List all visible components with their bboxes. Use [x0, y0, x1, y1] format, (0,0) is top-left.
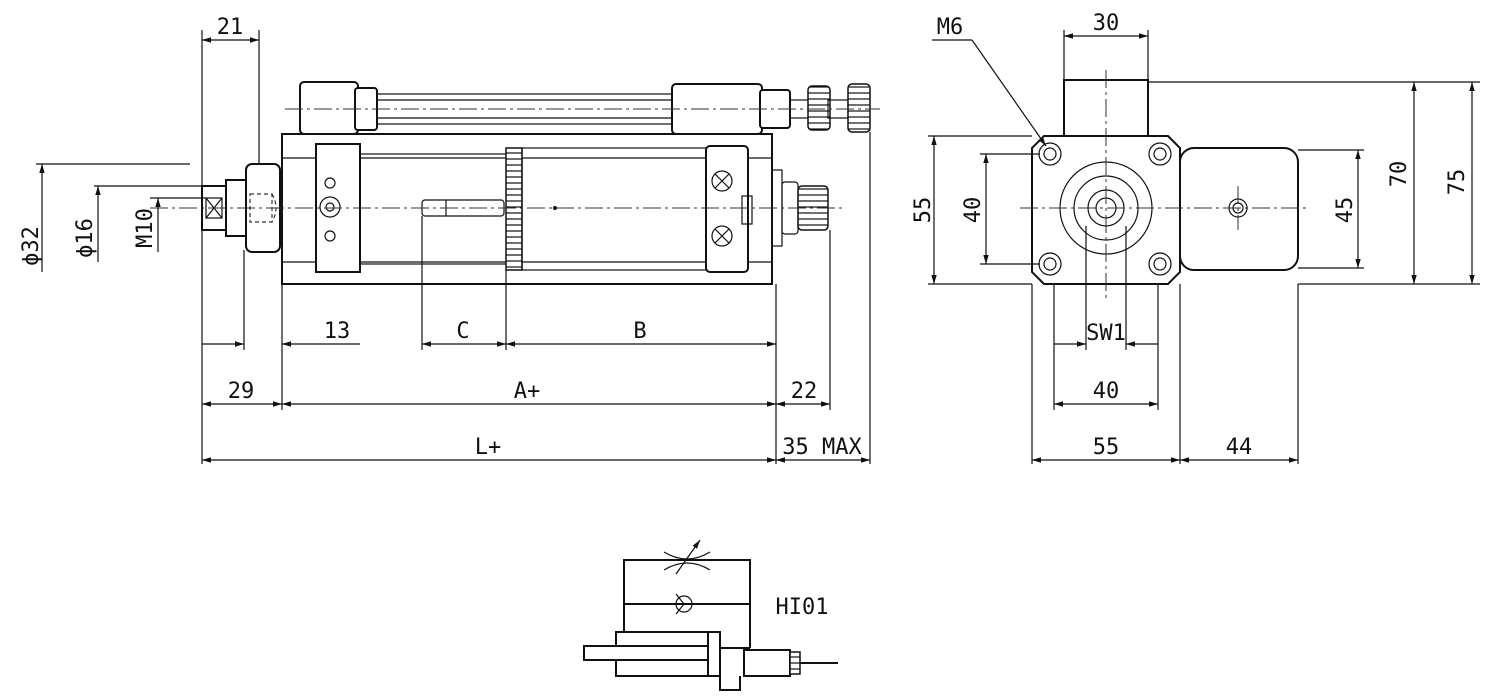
dim-55-vertical: 55	[911, 197, 936, 224]
side-extension-lines	[36, 30, 871, 464]
hydraulic-symbol: HI01	[583, 539, 838, 691]
dim-13: 13	[324, 319, 351, 344]
dim-l-plus: L+	[475, 435, 502, 460]
dim-55-horizontal: 55	[1093, 435, 1120, 460]
dim-70: 70	[1387, 161, 1412, 188]
dim-phi16: ϕ16	[73, 218, 98, 258]
dim-m6: M6	[937, 15, 964, 40]
dim-40-horizontal: 40	[1093, 379, 1120, 404]
dim-75: 75	[1445, 169, 1470, 196]
dim-phi32: ϕ32	[19, 226, 44, 266]
dim-29: 29	[228, 379, 255, 404]
dim-22: 22	[791, 379, 818, 404]
side-view: 21 13 C B 29 A+ 22 L+ 35 MAX ϕ32 ϕ16 M10	[19, 15, 880, 464]
dim-sw1: SW1	[1086, 321, 1126, 346]
dim-44: 44	[1226, 435, 1253, 460]
dim-21: 21	[217, 15, 244, 40]
dim-30: 30	[1093, 11, 1120, 36]
mounting-screws	[1038, 142, 1172, 276]
end-view: M6 30 55 40 70 75 45 SW1 40 55 44	[911, 11, 1480, 464]
dim-m10: M10	[133, 208, 158, 248]
side-dimension-lines	[39, 37, 870, 463]
dim-35-max: 35 MAX	[782, 435, 862, 460]
symbol-label: HI01	[776, 595, 829, 620]
dim-b: B	[633, 319, 646, 344]
dim-c: C	[456, 319, 469, 344]
dim-a-plus: A+	[514, 379, 541, 404]
guide-rod-assembly	[285, 81, 880, 135]
dim-45: 45	[1333, 197, 1358, 224]
cylinder-body	[150, 133, 846, 285]
side-dimension-texts: 21 13 C B 29 A+ 22 L+ 35 MAX ϕ32 ϕ16 M10	[19, 15, 862, 460]
dim-40-vertical: 40	[961, 197, 986, 224]
